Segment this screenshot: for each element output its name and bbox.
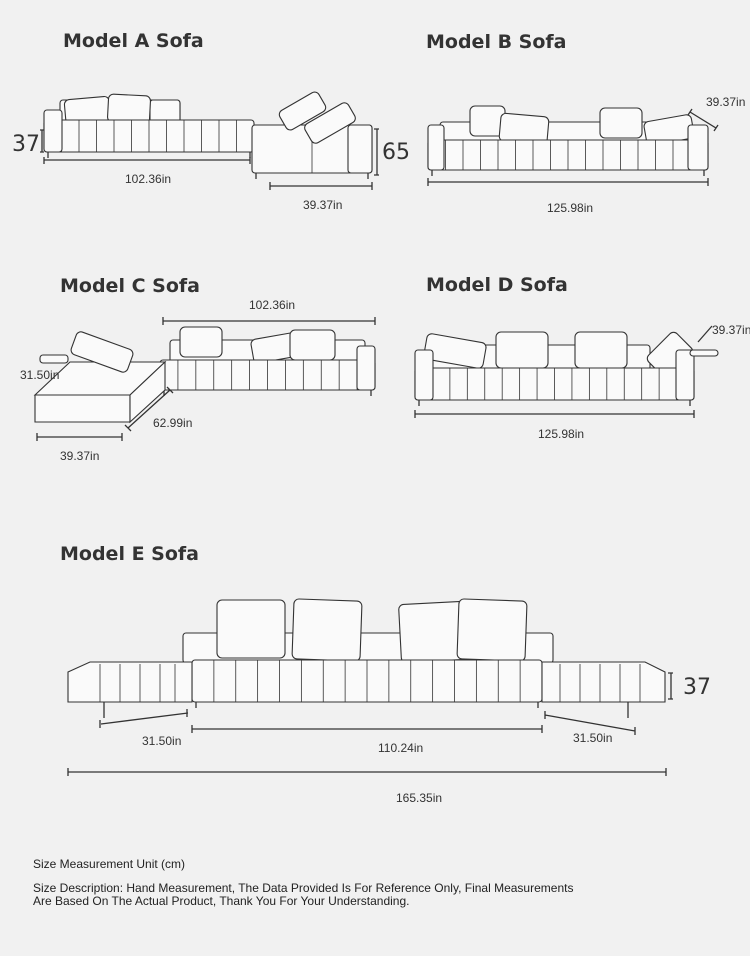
dimension-line xyxy=(99,709,189,728)
pillow xyxy=(574,331,628,369)
armrest xyxy=(356,345,376,391)
right-chaise xyxy=(541,661,666,703)
pillow xyxy=(70,331,134,373)
dimension-line xyxy=(67,768,667,776)
dimension-line xyxy=(162,317,376,325)
side-table xyxy=(689,349,719,357)
model-b-depth: 39.37in xyxy=(706,95,745,109)
model-b-title: Model B Sofa xyxy=(426,31,567,53)
dimension-line xyxy=(544,711,636,735)
pillow xyxy=(278,91,327,131)
description-line-2: Are Based On The Actual Product, Thank Y… xyxy=(33,894,410,908)
model-a-height-right: 65 xyxy=(382,140,410,165)
dimension-line xyxy=(36,433,123,441)
model-c-chaise-length: 62.99in xyxy=(153,416,192,430)
pillow xyxy=(304,102,356,144)
model-a: Model A Sofa 37 65 102.36in 39.37in xyxy=(12,30,410,212)
model-a-length: 102.36in xyxy=(125,172,171,186)
armrest xyxy=(675,349,695,401)
model-e-total-length: 165.35in xyxy=(396,791,442,805)
description-line-1: Size Description: Hand Measurement, The … xyxy=(33,881,574,895)
pillow xyxy=(179,326,223,358)
left-chaise xyxy=(67,661,193,703)
model-c-title: Model C Sofa xyxy=(60,275,200,297)
model-d-title: Model D Sofa xyxy=(426,274,568,296)
model-e-left-depth: 31.50in xyxy=(142,734,181,748)
pillow xyxy=(423,333,487,369)
model-c: Model C Sofa 102.36in 31.50in 62.99in 39… xyxy=(20,275,376,463)
model-e-center-length: 110.24in xyxy=(378,741,423,755)
model-e: Model E Sofa 37 31.50in 110.24in 31.50in… xyxy=(60,543,711,805)
armrest xyxy=(43,109,63,153)
side-table xyxy=(39,354,69,364)
unit-note: Size Measurement Unit (cm) xyxy=(33,857,186,871)
pillow xyxy=(398,601,467,663)
dimension-line xyxy=(414,410,695,418)
model-b-length: 125.98in xyxy=(547,201,593,215)
sofa-drawings xyxy=(33,91,719,718)
pillow xyxy=(289,329,336,361)
dimension-line xyxy=(687,108,719,132)
chaise-front xyxy=(34,394,131,423)
pillow xyxy=(495,331,549,369)
model-a-title: Model A Sofa xyxy=(63,30,204,52)
height-bracket xyxy=(40,128,379,176)
height-bracket xyxy=(668,672,673,700)
model-c-chaise-width: 39.37in xyxy=(60,449,99,463)
model-a-height-left: 37 xyxy=(12,132,40,157)
pillow xyxy=(456,598,528,662)
dimension-line xyxy=(124,386,174,432)
model-a-chaise-width: 39.37in xyxy=(303,198,342,212)
model-c-chaise-depth: 31.50in xyxy=(20,368,59,382)
pillow xyxy=(291,598,363,662)
armrest xyxy=(427,124,445,171)
model-d-depth: 39.37in xyxy=(712,323,750,337)
model-c-length: 102.36in xyxy=(249,298,295,312)
dimension-line xyxy=(269,182,373,190)
pillow xyxy=(599,107,643,139)
model-e-right-depth: 31.50in xyxy=(573,731,612,745)
dimension-line xyxy=(697,325,713,343)
chaise-side xyxy=(129,360,166,424)
model-d: Model D Sofa 39.37in 125.98in xyxy=(414,274,750,441)
dimension-line xyxy=(43,157,251,164)
model-e-title: Model E Sofa xyxy=(60,543,199,565)
pillow xyxy=(216,599,286,659)
model-b: Model B Sofa 39.37in 125.98in xyxy=(426,31,745,215)
armrest xyxy=(414,349,434,401)
armrest xyxy=(347,124,373,174)
dimension-line xyxy=(191,725,543,733)
model-e-height: 37 xyxy=(683,675,711,700)
model-d-length: 125.98in xyxy=(538,427,584,441)
dimension-line xyxy=(427,178,709,186)
armrest xyxy=(687,124,709,171)
